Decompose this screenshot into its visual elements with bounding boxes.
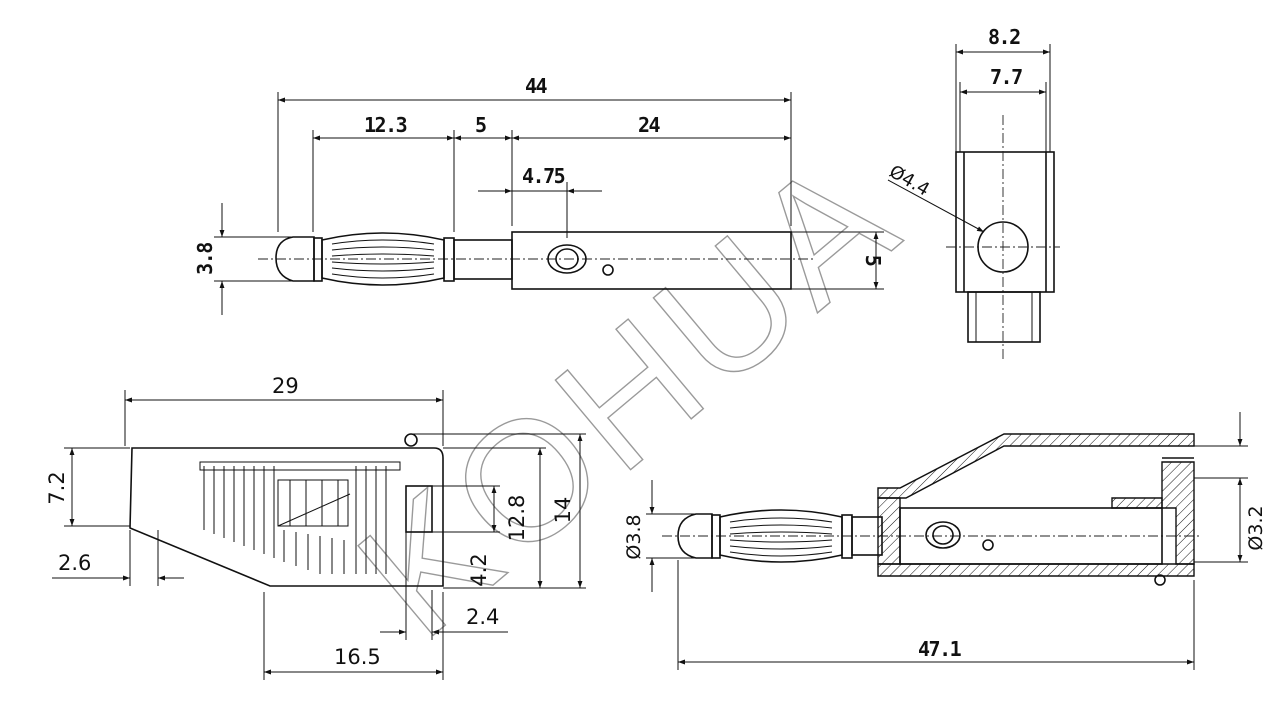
dim-top-left-height: 3.8	[193, 243, 217, 275]
dim-sect-pin-dia: Ø3.8	[623, 514, 645, 559]
end-view: 8.2 7.7 Ø4.4	[886, 25, 1060, 362]
dim-side-bottom: 16.5	[334, 645, 381, 669]
watermark-text: KOHUA	[324, 119, 932, 672]
dim-top-overall: 44	[525, 74, 548, 98]
dim-side-offset: 2.6	[58, 551, 91, 575]
dim-sect-overall: 47.1	[918, 637, 962, 661]
side-view: 29 7.2 2.6 12.8 14 4.2 2.4 16.5	[45, 374, 586, 680]
dim-end-hole: Ø4.4	[886, 161, 934, 201]
dim-top-seg1: 12.3	[364, 113, 407, 137]
dim-side-inner-height: 12.8	[505, 495, 529, 542]
section-view: Ø3.8 Ø3.2 47.1	[623, 412, 1267, 670]
dim-top-hole-offset: 4.75	[522, 164, 565, 188]
dim-side-height-left: 7.2	[45, 471, 69, 504]
dim-top-seg3: 24	[638, 113, 661, 137]
dim-side-length: 29	[272, 374, 299, 398]
top-view: 44 12.3 5 24 4.75 3.8 5	[193, 74, 885, 315]
dim-end-outer: 8.2	[988, 25, 1020, 49]
dim-top-seg2: 5	[475, 113, 486, 137]
dim-side-slot: 4.2	[467, 553, 491, 586]
dim-side-slot-width: 2.4	[466, 605, 499, 629]
dim-side-overall-height: 14	[551, 497, 575, 524]
dim-end-inner: 7.7	[990, 65, 1022, 89]
dim-top-right-height: 5	[861, 255, 885, 266]
dim-sect-socket-dia: Ø3.2	[1245, 505, 1267, 550]
watermark: KOHUA	[324, 118, 934, 673]
